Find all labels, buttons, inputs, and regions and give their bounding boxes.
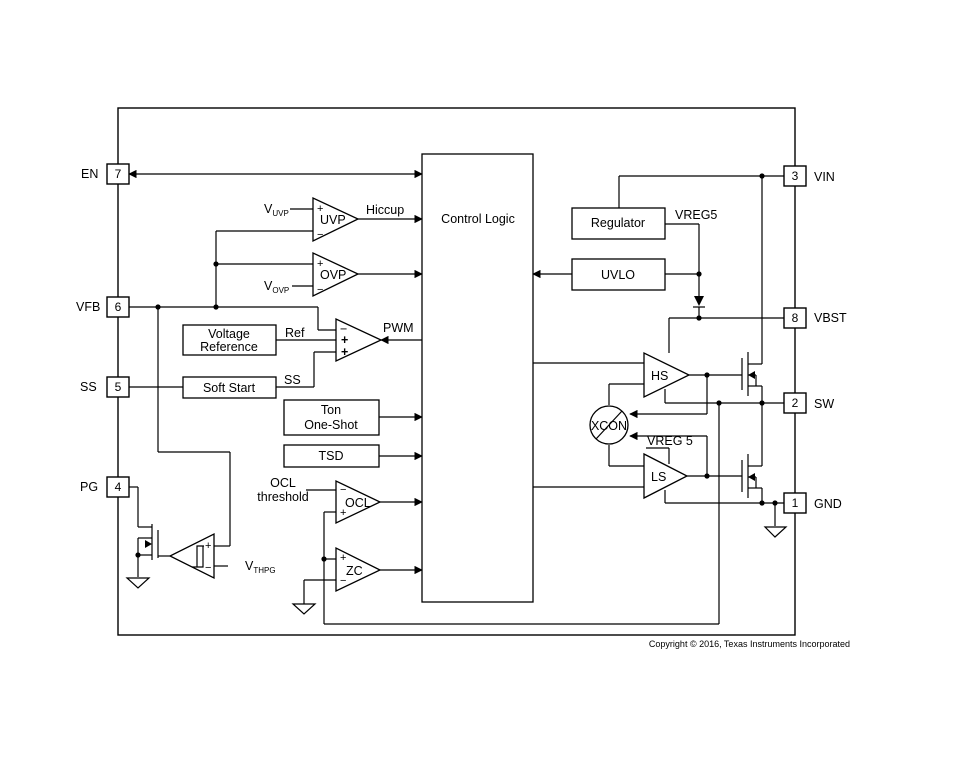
svg-text:+: + — [341, 345, 348, 359]
control-logic-label: Control Logic — [441, 212, 515, 226]
pin-ss: 5 SS — [80, 376, 130, 398]
pin-sw: 2 SW — [783, 392, 834, 414]
hysteresis-symbol — [192, 545, 204, 568]
hs-driver — [643, 351, 691, 399]
ground-symbol-zc — [291, 603, 317, 615]
ton-label: Ton — [321, 403, 341, 417]
svg-text:+: + — [205, 540, 211, 552]
ovp-label: OVP — [320, 268, 346, 282]
pg-mosfet — [138, 524, 159, 560]
junction-dots — [135, 173, 778, 562]
pin-gnd: 1 GND — [783, 492, 842, 514]
svg-text:6: 6 — [115, 300, 122, 314]
voltage-reference-label-2: Reference — [200, 340, 258, 354]
ss-signal-label: SS — [284, 373, 301, 387]
wires — [128, 169, 784, 625]
ground-symbol-gnd — [763, 526, 788, 538]
ocl-threshold-label-2: threshold — [257, 490, 308, 504]
ocl-threshold-label-1: OCL — [270, 476, 296, 490]
ocl-label: OCL — [345, 496, 371, 510]
low-side-mosfet — [741, 452, 763, 498]
voltage-reference-block — [182, 324, 277, 356]
tsd-label: TSD — [319, 449, 344, 463]
ref-label: Ref — [285, 326, 305, 340]
v-thpg-label: VTHPG — [245, 559, 276, 575]
high-side-mosfet — [741, 352, 762, 396]
pin-gnd-label: GND — [814, 497, 842, 511]
ton-one-shot-block — [283, 399, 380, 436]
svg-text:−: − — [340, 575, 346, 587]
soft-start-block — [182, 376, 277, 399]
svg-text:−: − — [317, 284, 323, 296]
svg-text:3: 3 — [792, 169, 799, 183]
svg-text:+: + — [341, 333, 348, 347]
pwm-comparator — [335, 317, 383, 363]
svg-text:5: 5 — [115, 380, 122, 394]
pin-sw-label: SW — [814, 397, 834, 411]
pin-vbst-label: VBST — [814, 311, 847, 325]
chip-outline — [117, 107, 796, 636]
svg-text:+: + — [340, 507, 346, 519]
svg-text:8: 8 — [792, 311, 799, 325]
ls-label: LS — [651, 470, 666, 484]
uvlo-block — [571, 258, 666, 291]
zc-label: ZC — [346, 564, 363, 578]
svg-text:1: 1 — [792, 496, 799, 510]
pin-en-label: EN — [81, 167, 98, 181]
svg-text:2: 2 — [792, 396, 799, 410]
xcon-label: XCON — [591, 419, 627, 433]
svg-text:4: 4 — [115, 480, 122, 494]
hiccup-label: Hiccup — [366, 203, 404, 217]
regulator-block — [571, 207, 666, 240]
hs-label: HS — [651, 369, 668, 383]
svg-text:+: + — [340, 552, 346, 564]
svg-text:−: − — [340, 484, 346, 496]
bootstrap-diode — [693, 296, 705, 308]
svg-text:+: + — [317, 203, 323, 215]
pwm-label: PWM — [383, 321, 414, 335]
uvlo-label: UVLO — [601, 268, 635, 282]
svg-text:7: 7 — [115, 167, 122, 181]
regulator-label: Regulator — [591, 216, 645, 230]
ls-driver — [643, 452, 689, 500]
soft-start-label: Soft Start — [203, 381, 256, 395]
control-logic-block — [421, 153, 534, 603]
svg-text:+: + — [317, 258, 323, 270]
pin-en: 7 EN — [81, 163, 130, 185]
pin-vfb: 6 VFB — [76, 296, 130, 318]
tsd-block — [283, 444, 380, 468]
v-ovp-label: VOVP — [264, 279, 289, 295]
pin-pg-label: PG — [80, 480, 98, 494]
v-uvp-label: VUVP — [264, 202, 289, 218]
pin-vfb-label: VFB — [76, 300, 100, 314]
vreg5-mid-label: VREG 5 — [647, 434, 693, 448]
pin-vin: 3 VIN — [783, 165, 835, 187]
zc-comparator — [335, 546, 382, 593]
vreg5-top-label: VREG5 — [675, 208, 717, 222]
ovp-comparator — [312, 251, 360, 298]
pin-ss-label: SS — [80, 380, 97, 394]
one-shot-label: One-Shot — [304, 418, 358, 432]
pin-pg: 4 PG — [80, 476, 130, 498]
pin-vin-label: VIN — [814, 170, 835, 184]
copyright-text: Copyright © 2016, Texas Instruments Inco… — [649, 639, 850, 649]
svg-text:−: − — [317, 229, 323, 241]
uvp-label: UVP — [320, 213, 346, 227]
svg-text:−: − — [340, 322, 347, 336]
pin-vbst: 8 VBST — [783, 307, 847, 329]
ocl-comparator — [335, 479, 382, 525]
voltage-reference-label-1: Voltage — [208, 327, 250, 341]
uvp-comparator — [312, 196, 360, 243]
ground-symbol-pg — [125, 577, 151, 589]
svg-text:−: − — [205, 562, 211, 574]
